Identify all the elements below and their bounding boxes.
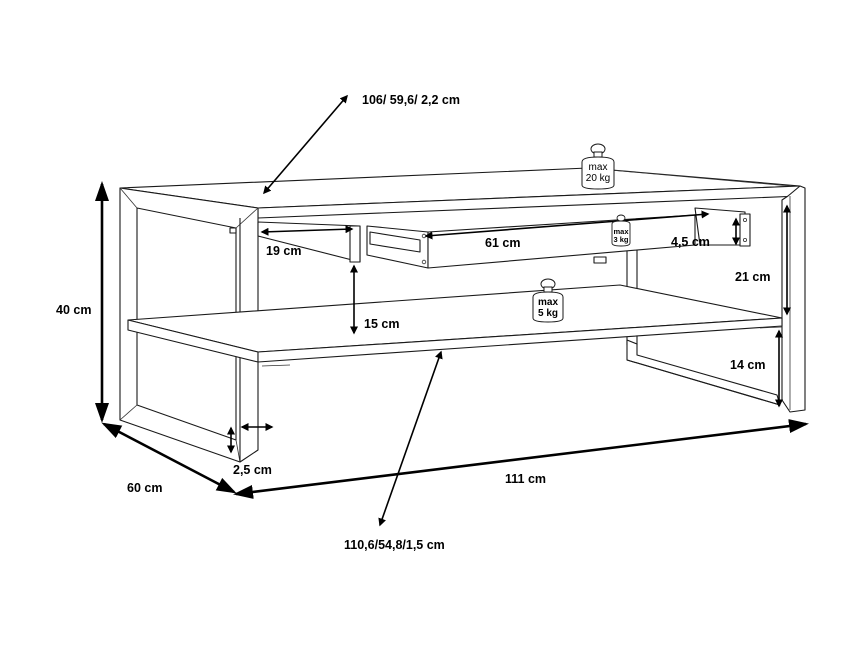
weight-icon-top [581, 143, 615, 190]
depth-dimension-label: 60 cm [127, 481, 163, 495]
top-load-label: max 20 kg [582, 162, 614, 184]
drawer-load-label: max 3 kg [611, 228, 631, 244]
width-dimension-label: 111 cm [505, 472, 547, 486]
table-top [119, 167, 801, 219]
right-end-frame [781, 185, 806, 413]
frame-thickness-dimension-label: 2,5 cm [233, 463, 272, 477]
shelf-load-line1: max [537, 297, 558, 308]
drawer-inner-left-dimension-label: 19 cm [266, 244, 302, 258]
top-load-line2: 20 kg [585, 172, 611, 184]
top-panel-arrow [263, 94, 348, 195]
drawer-load-line2: 3 kg [613, 234, 629, 244]
dimension-lines [95, 94, 809, 527]
shelf-clearance-dimension-label: 14 cm [730, 358, 766, 372]
weight-icon-shelf [532, 278, 564, 323]
shelf-panel-arrow [378, 350, 443, 527]
drawer-inner-left-arrow [260, 225, 354, 236]
drawer-width-dimension-label: 61 cm [485, 236, 521, 250]
drawer-load-line1: max [613, 227, 629, 236]
weight-icon-drawer [611, 214, 631, 247]
shelf-load-line2: 5 kg [537, 307, 558, 319]
drawer-height-dimension-label: 4,5 cm [671, 235, 710, 249]
drawer-width-arrow [424, 210, 710, 240]
top-to-shelf-dimension-label: 21 cm [735, 270, 771, 284]
depth-arrow [101, 422, 237, 494]
height-dimension-label: 40 cm [56, 303, 92, 317]
drawer-to-shelf-dimension-label: 15 cm [364, 317, 400, 331]
width-arrow [233, 419, 809, 499]
top-panel-dimension-label: 106/ 59,6/ 2,2 cm [362, 93, 460, 107]
shelf-load-label: max 5 kg [533, 297, 563, 319]
top-load-line1: max [588, 162, 608, 173]
shelf-panel-dimension-label: 110,6/54,8/1,5 cm [344, 538, 445, 552]
